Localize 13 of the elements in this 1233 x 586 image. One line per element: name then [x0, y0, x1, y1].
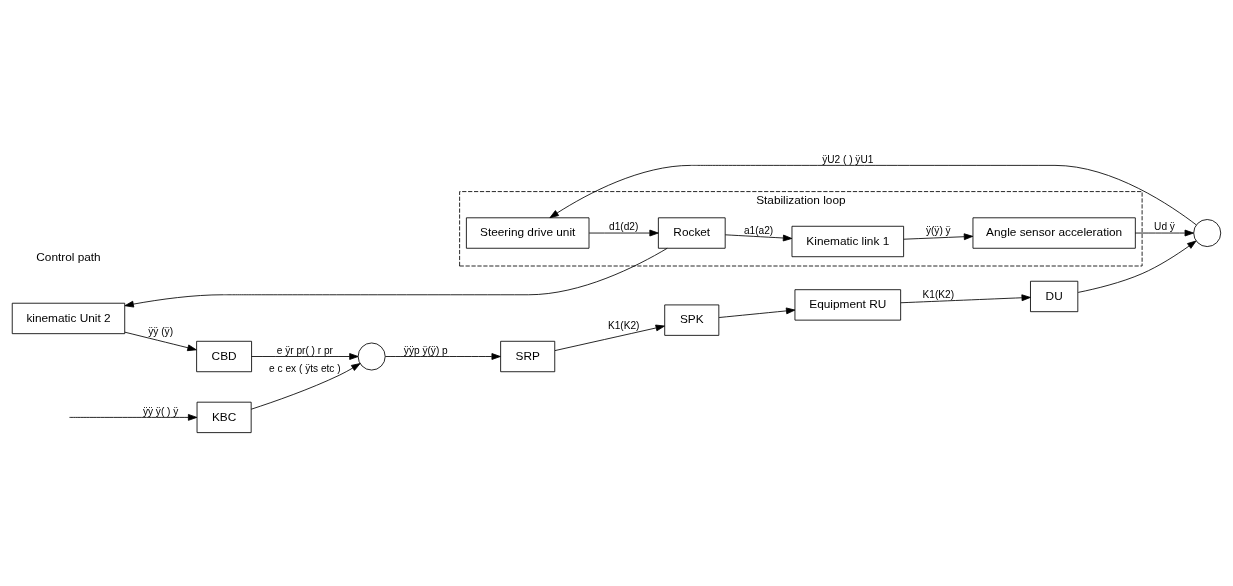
label: Control path [36, 249, 101, 264]
edge-label: ÿ(ÿ) ÿ [925, 224, 951, 236]
edge-label: ÿÿp ÿ(ÿ) p [403, 344, 448, 356]
edge-label: e c ex ( ÿts etc ) [269, 362, 341, 374]
edge-label: K1(K2) [922, 288, 955, 300]
edge-label: K1(K2) [607, 319, 640, 331]
edge-label: a1(a2) [743, 224, 774, 236]
edge-label: ÿÿ (ÿ) [148, 325, 174, 337]
edge-label: ÿU2 ( ) ÿU1 [822, 153, 874, 164]
edge-label: d1(d2) [609, 220, 639, 232]
edge-label: e ÿr pr( ) r pr [276, 344, 333, 356]
edge-label: Ud ÿ [1154, 220, 1175, 232]
edge-label: ÿÿ ÿ( ) ÿ [142, 405, 179, 417]
